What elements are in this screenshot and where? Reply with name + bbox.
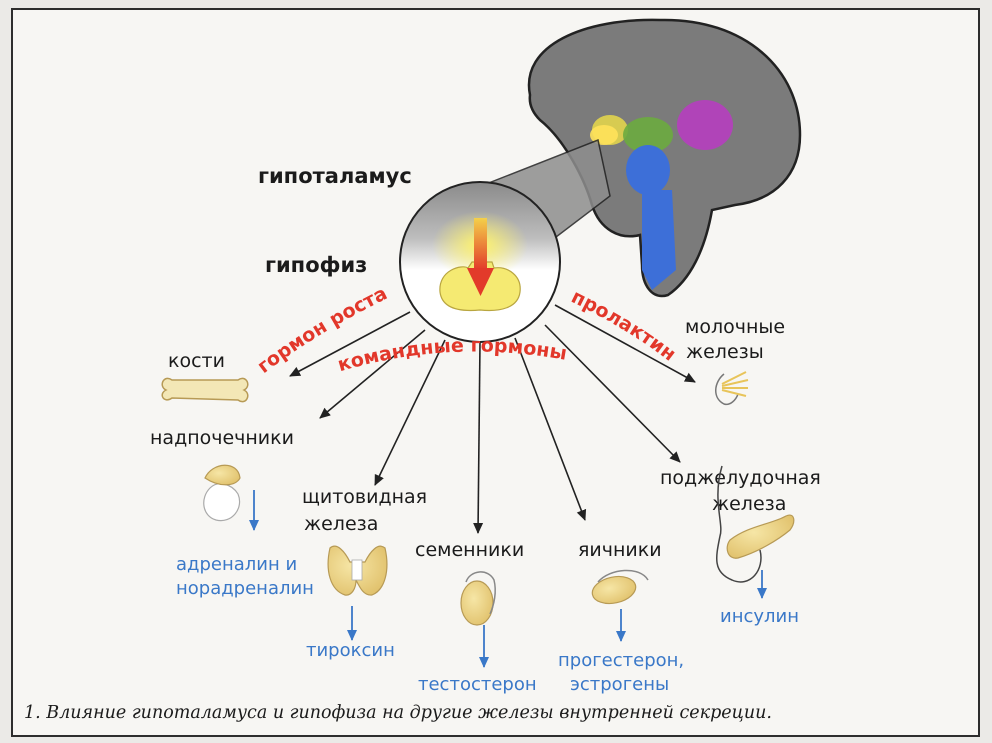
- mammary-label-line2: железы: [686, 341, 764, 363]
- testosterone-label: тестостерон: [418, 674, 537, 695]
- bone-icon: [162, 378, 248, 401]
- estrogens-label: эстрогены: [570, 674, 669, 695]
- bones-label: кости: [168, 350, 225, 372]
- ovaries-label: яичники: [578, 539, 662, 561]
- pituitary-label: гипофиз: [265, 253, 367, 277]
- pancreas-label-line1: поджелудочная: [660, 467, 821, 489]
- thyroxine-label: тироксин: [306, 640, 395, 661]
- progesterone-label: прогестерон,: [558, 650, 684, 671]
- insulin-label: инсулин: [720, 606, 799, 627]
- adrenaline-label: адреналин и: [176, 554, 297, 575]
- diagram-frame: [12, 9, 979, 736]
- figure-caption: 1. Влияние гипоталамуса и гипофиза на др…: [24, 703, 772, 723]
- pancreas-label-line2: железа: [712, 493, 786, 515]
- adrenals-label: надпочечники: [150, 427, 294, 449]
- thyroid-label-line1: щитовидная: [302, 486, 427, 508]
- mammary-label-line1: молочные: [685, 316, 785, 338]
- hypothalamus-label: гипоталамус: [258, 164, 412, 188]
- noradrenaline-label: норадреналин: [176, 578, 314, 599]
- thyroid-label-line2: железа: [304, 513, 378, 535]
- magnified-view: [400, 182, 560, 342]
- testes-label: семенники: [415, 539, 524, 561]
- adrenal-gland-icon: [204, 465, 240, 520]
